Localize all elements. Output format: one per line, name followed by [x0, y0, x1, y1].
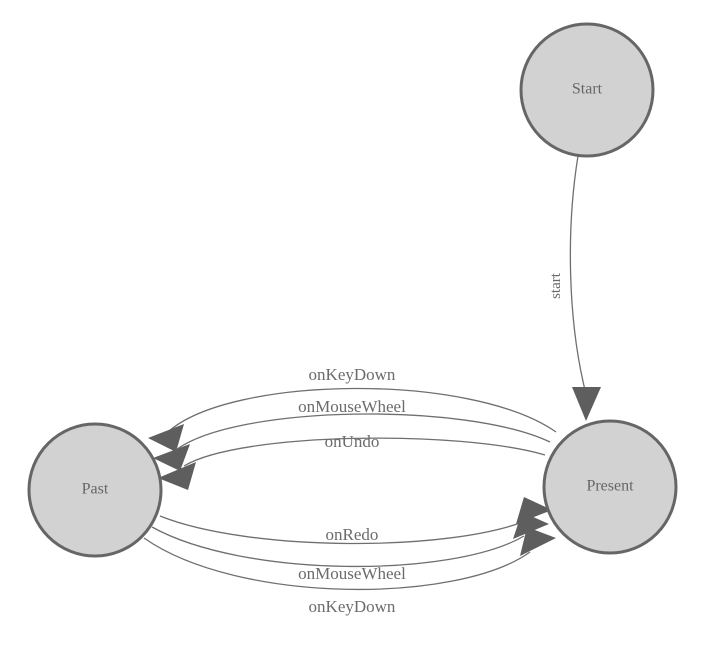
node-present[interactable]: Present — [542, 419, 678, 555]
edge-path-start-present — [569, 155, 586, 391]
node-past-label: Past — [82, 481, 109, 498]
arrowhead-present-past-2 — [153, 444, 190, 471]
edge-label-present-past-1: onKeyDown — [309, 365, 396, 384]
edge-present-past-onkeydown[interactable]: onKeyDown — [148, 365, 557, 452]
arrowhead-present-past-3 — [158, 462, 196, 490]
node-past[interactable]: Past — [27, 422, 163, 558]
edge-label-past-present-2: onMouseWheel — [298, 564, 406, 583]
node-start[interactable]: Start — [519, 22, 655, 158]
edge-path-past-present-2 — [151, 526, 525, 568]
edge-label-present-past-2: onMouseWheel — [298, 397, 406, 416]
node-start-label: Start — [572, 81, 603, 98]
node-present-label: Present — [586, 478, 634, 495]
arrowhead-past-present-3 — [520, 527, 556, 556]
edge-present-past-onmousewheel[interactable]: onMouseWheel — [153, 397, 551, 471]
edge-path-present-past-2 — [175, 413, 551, 451]
arrowhead-present-past-1 — [148, 424, 184, 452]
node-start-circle — [519, 22, 655, 158]
edge-label-start: start — [548, 272, 564, 299]
arrowhead-past-present-2 — [513, 512, 549, 539]
edge-past-present-onredo[interactable]: onRedo — [159, 497, 552, 545]
edge-start-present[interactable]: start — [548, 155, 601, 421]
edge-label-present-past-3: onUndo — [325, 432, 380, 451]
node-past-circle — [27, 422, 163, 558]
edge-path-present-past-3 — [183, 437, 546, 467]
edge-path-past-present-1 — [159, 515, 529, 545]
node-present-circle — [542, 419, 678, 555]
edge-path-past-present-3 — [143, 537, 531, 591]
edge-path-present-past-1 — [167, 387, 557, 433]
edge-past-present-onmousewheel[interactable]: onMouseWheel — [151, 512, 549, 583]
edge-label-past-present-1: onRedo — [326, 525, 379, 544]
edge-past-present-onkeydown[interactable]: onKeyDown — [143, 527, 556, 616]
edge-present-past-onundo[interactable]: onUndo — [158, 432, 546, 490]
arrowhead-start-present — [572, 387, 601, 421]
edge-label-past-present-3: onKeyDown — [309, 597, 396, 616]
